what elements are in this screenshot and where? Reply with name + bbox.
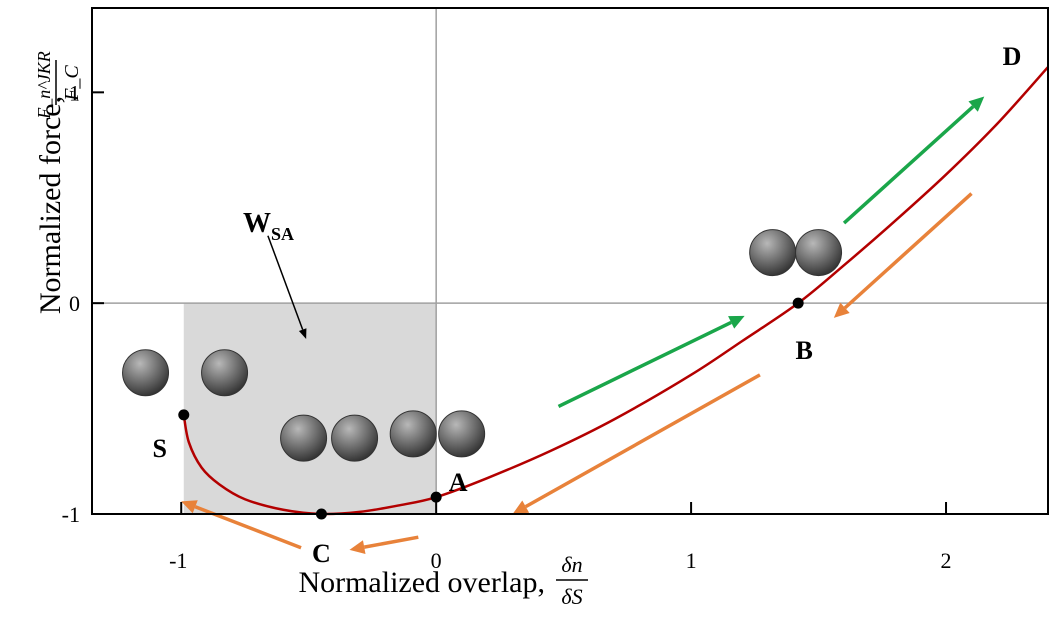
particle-sphere-6 xyxy=(749,229,797,277)
point-label-B: B xyxy=(795,336,812,365)
work-region-label: WSA xyxy=(243,208,294,244)
x-tick-label-2: 1 xyxy=(686,548,697,573)
particle-sphere-7 xyxy=(795,229,843,277)
y-fraction-numerator: F_n^JKR xyxy=(34,51,54,120)
x-axis-fraction: δn δS xyxy=(556,552,588,609)
y-tick-label-1: 0 xyxy=(69,291,80,316)
particle-sphere-3 xyxy=(331,414,379,462)
particle-sphere-0 xyxy=(122,349,170,397)
particle-sphere-5 xyxy=(438,410,486,458)
x-fraction-denominator: δS xyxy=(561,584,582,609)
x-tick-label-3: 2 xyxy=(941,548,952,573)
direction-arrow-0 xyxy=(557,315,745,409)
particle-sphere-1 xyxy=(201,349,249,397)
point-marker-B xyxy=(792,297,804,309)
y-tick-label-2: 1 xyxy=(69,80,80,105)
direction-arrow-4 xyxy=(349,535,419,555)
particle-sphere-2 xyxy=(280,414,328,462)
x-axis-title: Normalized overlap, xyxy=(298,566,545,599)
x-tick-label-1: 0 xyxy=(431,548,442,573)
direction-arrow-3 xyxy=(512,373,761,514)
work-region-label-subscript: SA xyxy=(271,224,294,244)
point-label-S: S xyxy=(153,434,167,463)
point-label-C: C xyxy=(312,539,331,568)
direction-arrow-1 xyxy=(842,96,985,225)
point-marker-A xyxy=(430,491,442,503)
point-marker-S xyxy=(178,409,190,421)
force-curve-0 xyxy=(182,66,1049,516)
particle-sphere-4 xyxy=(389,410,437,458)
plot-frame xyxy=(91,7,1049,515)
x-tick-label-0: -1 xyxy=(169,548,187,573)
y-tick-label-0: -1 xyxy=(62,502,80,527)
y-fraction-denominator: F_C xyxy=(61,65,83,102)
work-region-shade xyxy=(183,303,437,514)
point-label-A: A xyxy=(449,468,468,497)
pointer-arrow-6 xyxy=(267,235,307,340)
direction-arrow-2 xyxy=(833,192,973,318)
x-fraction-numerator: δn xyxy=(561,552,582,577)
y-axis-title-group: Normalized force,F_n^JKR F_C xyxy=(34,51,83,314)
y-axis-title: Normalized force, xyxy=(34,96,67,314)
point-label-D: D xyxy=(1003,42,1022,71)
